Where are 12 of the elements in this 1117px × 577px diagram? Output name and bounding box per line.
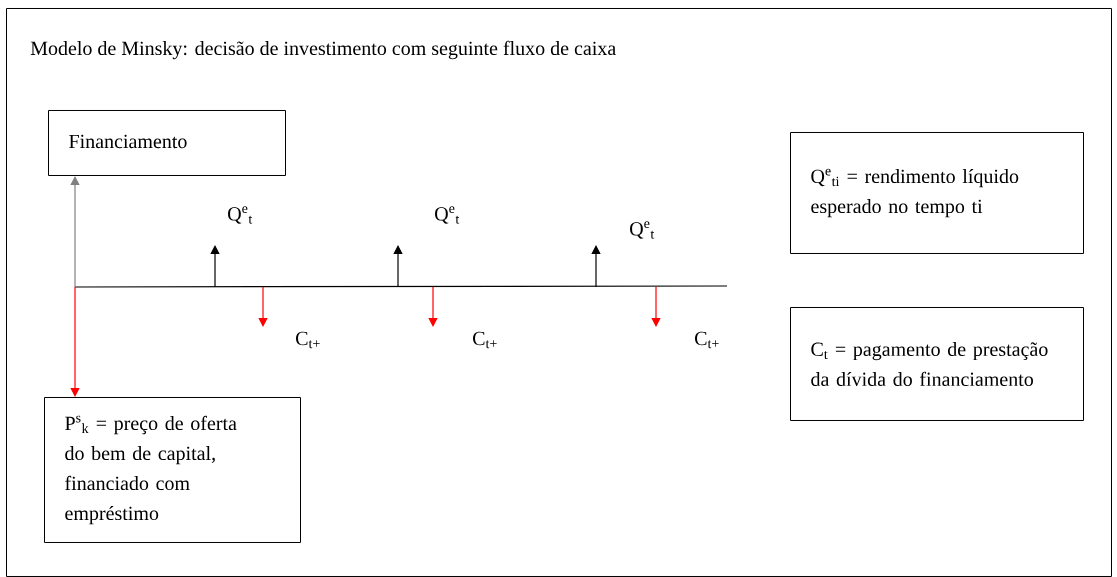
flow-label: Q$^{e}$t [630, 221, 655, 239]
flow-label: C$_{t+}$ [296, 331, 320, 349]
flow-label: Q$^{e}$t [228, 206, 253, 224]
arrow [70, 176, 80, 288]
arrow [70, 286, 80, 397]
text-box: Q$^{e}$$_{ti}$ = rendimento líquido esperado no tempo ti [790, 132, 1084, 254]
flow-label: Q$^{e}$t [435, 206, 460, 224]
flow-label: C$_{t+}$ [473, 331, 497, 349]
text-box: Financiamento [48, 110, 286, 176]
flow-label: C$_{t+}$ [695, 331, 719, 349]
text-box: C$_{t}$ = pagamento de prestação da dívida do financiamento [790, 307, 1084, 421]
text-box: P$^{s}$$_{k}$ = preço de oferta do bem de capital, financiado com empréstimo [44, 397, 301, 543]
